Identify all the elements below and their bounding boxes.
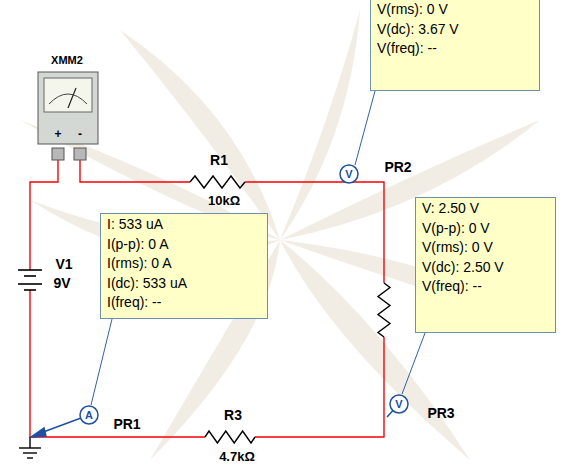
meter-scale <box>49 94 87 104</box>
component-label: - <box>78 126 82 142</box>
readout-line: V(freq): -- <box>377 39 437 59</box>
ground-stem <box>29 437 30 448</box>
readout-line: I(dc): 533 uA <box>107 274 187 294</box>
probe-readout-box: V(rms): 0 VV(dc): 3.67 VV(freq): -- <box>370 0 540 91</box>
readout-line: I(p-p): 0 A <box>107 235 168 255</box>
meter-body <box>38 72 98 144</box>
leader-line <box>91 319 112 405</box>
component-label: R1 <box>210 152 228 168</box>
readout-line: V(dc): 3.67 V <box>377 20 459 40</box>
meter-needle <box>68 88 76 108</box>
probe-letter: V <box>395 396 402 412</box>
component-label: 9V <box>53 275 70 291</box>
wires <box>30 160 384 437</box>
probe-symbols <box>31 165 408 437</box>
leaf <box>280 10 360 240</box>
component-label: V1 <box>55 256 72 272</box>
probe-letter: A <box>85 407 93 423</box>
probe-tip <box>31 428 46 437</box>
ground-line <box>19 447 41 448</box>
readout-line: V(rms): 0 V <box>422 238 493 258</box>
battery-symbol <box>18 270 42 290</box>
leader-line <box>355 91 375 165</box>
component-label: 10kΩ <box>208 193 240 209</box>
battery-plate <box>18 269 42 271</box>
battery-plate <box>24 289 36 291</box>
readout-line: I(rms): 0 A <box>107 254 172 274</box>
readout-line: V(rms): 0 V <box>377 0 448 20</box>
meter-display <box>44 78 92 112</box>
battery-plate <box>24 275 36 277</box>
ground-line <box>27 457 33 458</box>
leader-lines <box>91 91 425 405</box>
probe-circle <box>340 165 358 183</box>
readout-line: V(p-p): 0 V <box>422 219 490 239</box>
wire <box>80 160 190 182</box>
resistor-symbol <box>205 431 255 443</box>
battery-plate <box>18 283 42 285</box>
probe-letter: V <box>345 166 352 182</box>
leader-line <box>402 333 425 394</box>
readout-line: I(freq): -- <box>107 293 161 313</box>
probe-circle <box>390 395 408 413</box>
ground-symbol <box>19 437 41 458</box>
component-label: PR1 <box>113 416 140 432</box>
component-label: 4.7kΩ <box>219 449 255 465</box>
readout-line: V(dc): 2.50 V <box>422 258 504 278</box>
multimeter-icon <box>38 72 98 160</box>
meter-terminal <box>52 148 64 160</box>
readout-line: I: 533 uA <box>107 215 163 235</box>
readout-line: V: 2.50 V <box>422 199 479 219</box>
probe-readout-box: V: 2.50 VV(p-p): 0 VV(rms): 0 VV(dc): 2.… <box>415 197 556 333</box>
ground-line <box>23 452 37 453</box>
wire <box>30 160 58 270</box>
probe-circle <box>80 406 98 424</box>
component-label: XMM2 <box>51 52 83 68</box>
readout-line: V(freq): -- <box>422 277 482 297</box>
component-label: R3 <box>224 407 242 423</box>
component-label: PR2 <box>384 159 411 175</box>
wire <box>255 337 384 437</box>
resistor-symbol <box>190 176 245 188</box>
meter-terminal <box>74 148 86 160</box>
component-label: + <box>54 126 61 142</box>
probe-readout-box: I: 533 uAI(p-p): 0 AI(rms): 0 AI(dc): 53… <box>100 213 268 319</box>
component-label: PR3 <box>427 405 454 421</box>
resistor-symbol <box>378 283 390 337</box>
